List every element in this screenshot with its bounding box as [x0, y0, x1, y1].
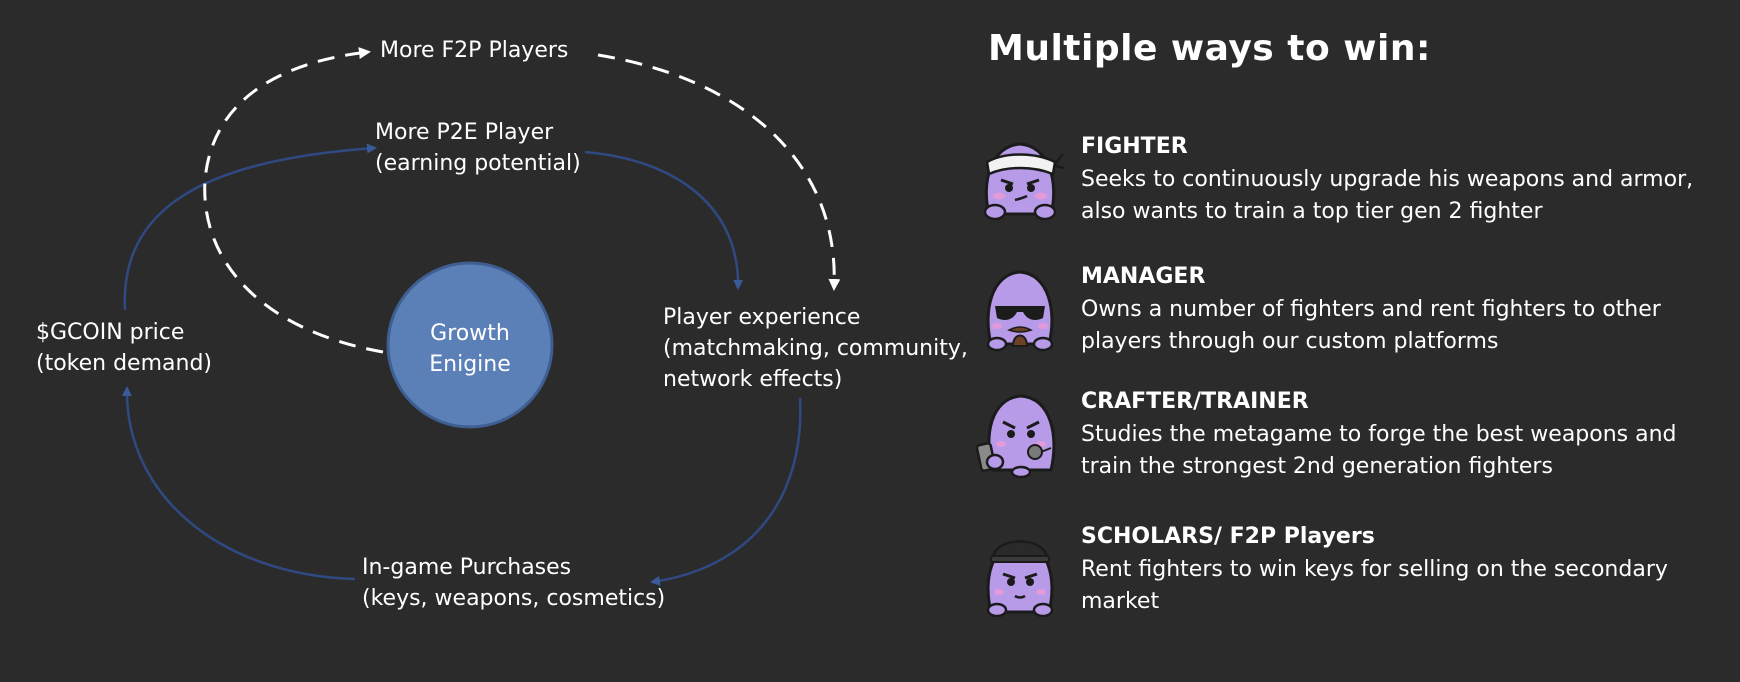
fighter-headband-icon	[983, 142, 1065, 221]
node-player-experience-line1: Player experience	[663, 305, 861, 330]
crafter-phone-icon	[975, 394, 1056, 479]
node-more-p2e-line2: (earning potential)	[375, 151, 581, 176]
arrow-gcoin-to-p2e	[123, 143, 377, 311]
dashed-arrow-engine-to-f2p	[203, 47, 384, 354]
node-in-game-purchases-line1: In-game Purchases	[362, 555, 572, 580]
node-in-game-purchases: In-game Purchases (keys, weapons, cosmet…	[362, 552, 665, 614]
growth-engine-label-line2: Enigine	[429, 352, 511, 377]
manager-sunglasses-icon	[986, 270, 1054, 352]
node-more-p2e-line1: More P2E Player	[375, 120, 554, 145]
role-manager-description: Owns a number of fighters and rent fight…	[1081, 297, 1661, 354]
growth-loop-diagram	[121, 47, 841, 586]
role-crafter-trainer-title: CRAFTER/TRAINER	[1081, 389, 1309, 414]
role-crafter-trainer-description: Studies the metagame to forge the best w…	[1081, 422, 1677, 479]
arrow-p2e-to-experience	[584, 150, 744, 290]
role-fighter-description: Seeks to continuously upgrade his weapon…	[1081, 167, 1694, 224]
panel-heading: Multiple ways to win:	[988, 28, 1431, 69]
node-gcoin-price-line2: (token demand)	[36, 351, 212, 376]
role-fighter-title: FIGHTER	[1081, 134, 1188, 159]
node-more-f2p: More F2P Players	[380, 35, 568, 66]
node-more-f2p-text: More F2P Players	[380, 38, 569, 63]
node-player-experience-line2: (matchmaking, community,	[663, 336, 968, 361]
role-manager-title: MANAGER	[1081, 264, 1206, 289]
scholar-cap-icon	[986, 540, 1054, 618]
role-scholars-f2p-title: SCHOLARS/ F2P Players	[1081, 524, 1375, 549]
arrow-purchases-to-gcoin	[121, 386, 356, 581]
arrow-experience-to-purchases	[650, 397, 802, 586]
growth-engine-label-line1: Growth	[430, 321, 510, 346]
node-more-p2e: More P2E Player (earning potential)	[375, 117, 581, 179]
dashed-arrow-f2p-to-experience	[597, 53, 841, 291]
node-gcoin-price-line1: $GCOIN price	[36, 320, 185, 345]
node-player-experience-line3: network effects)	[663, 367, 843, 392]
node-in-game-purchases-line2: (keys, weapons, cosmetics)	[362, 586, 666, 611]
node-gcoin-price: $GCOIN price (token demand)	[36, 317, 212, 379]
growth-engine-circle	[386, 261, 554, 429]
node-player-experience: Player experience (matchmaking, communit…	[663, 302, 968, 395]
role-scholars-f2p-description: Rent fighters to win keys for selling on…	[1081, 557, 1668, 614]
growth-engine-label: Growth Enigine	[385, 318, 555, 380]
